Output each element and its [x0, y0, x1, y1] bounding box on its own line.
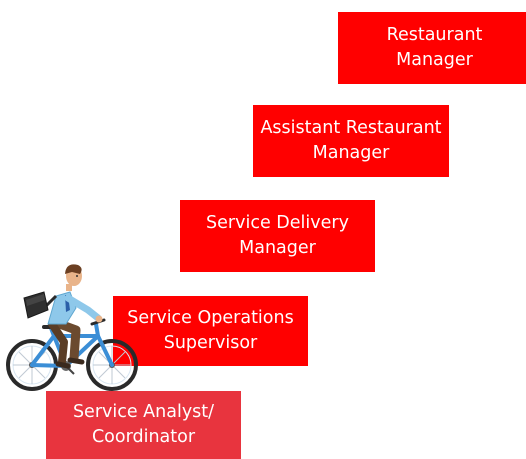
step-label-line-2: Supervisor [163, 333, 258, 353]
step-label-line-1: Assistant Restaurant [260, 118, 442, 138]
step-label-line-1: Service Analyst/ [72, 402, 215, 422]
step-label-line-2: Coordinator [91, 427, 196, 447]
step-assistant-restaurant-manager: Assistant Restaurant Manager [253, 105, 449, 177]
step-restaurant-manager: Restaurant Manager [338, 12, 526, 84]
step-label-line-1: Service Delivery [206, 213, 349, 233]
step-label-line-2: Manager [396, 50, 473, 70]
cyclist-with-messenger-bag-icon [6, 264, 138, 391]
step-label-line-2: Manager [239, 238, 316, 258]
step-service-analyst-coordinator: Service Analyst/ Coordinator [46, 391, 241, 459]
step-label-line-1: Service Operations [127, 308, 294, 328]
step-label-line-1: Restaurant [386, 25, 483, 45]
step-service-delivery-manager: Service Delivery Manager [180, 200, 375, 272]
step-label-line-2: Manager [312, 143, 390, 163]
step-service-operations-supervisor: Service Operations Supervisor [113, 296, 308, 366]
